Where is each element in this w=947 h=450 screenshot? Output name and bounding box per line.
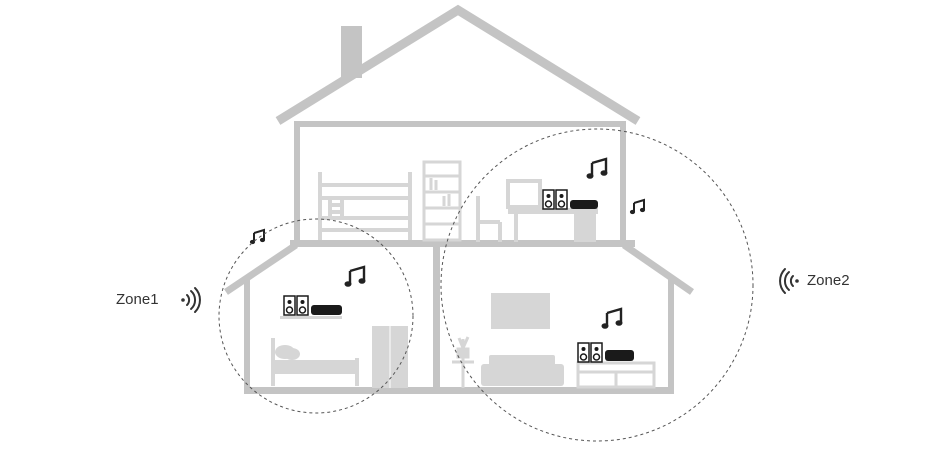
lower-wall-left: [244, 278, 250, 392]
lower-wall-right: [668, 278, 674, 392]
upper-wall-left: [294, 121, 300, 245]
music-note-icon: [586, 157, 608, 179]
audio-hub-icon: [605, 350, 634, 361]
left-wing-roof: [224, 242, 298, 295]
upper-wall-right: [620, 121, 626, 245]
music-note-icon: [344, 265, 366, 287]
zone2-coverage: [440, 128, 754, 442]
bed: [271, 338, 359, 386]
shelf: [280, 316, 342, 319]
speaker-pair-icon: [577, 342, 603, 363]
center-wall: [433, 244, 440, 392]
wifi-signal-icon: [779, 268, 799, 294]
ground-floor: [244, 387, 674, 394]
bunk-bed: [318, 172, 412, 240]
desk: [506, 179, 598, 242]
wifi-signal-icon: [181, 287, 201, 313]
chair: [476, 196, 502, 242]
tv-stand: [576, 361, 656, 389]
upper-ceiling: [296, 121, 626, 127]
music-note-icon: [249, 228, 266, 245]
wall-picture: [491, 293, 550, 329]
music-note-icon: [629, 198, 646, 215]
zone1-coverage: [218, 218, 414, 414]
speaker-pair-icon: [542, 189, 568, 210]
right-wing-roof: [622, 242, 694, 295]
sofa: [481, 355, 564, 386]
audio-hub-icon: [570, 200, 598, 209]
audio-hub-icon: [311, 305, 342, 315]
house: [224, 4, 694, 394]
speaker-pair-icon: [283, 295, 309, 316]
plant: [452, 336, 474, 388]
zone1-label: Zone1: [116, 291, 159, 308]
middle-floor: [290, 240, 635, 247]
bookshelf: [422, 160, 462, 242]
music-note-icon: [601, 307, 623, 329]
roof: [275, 4, 641, 125]
wardrobe: [372, 326, 408, 388]
zone2-label: Zone2: [807, 272, 850, 289]
chimney: [341, 26, 362, 78]
